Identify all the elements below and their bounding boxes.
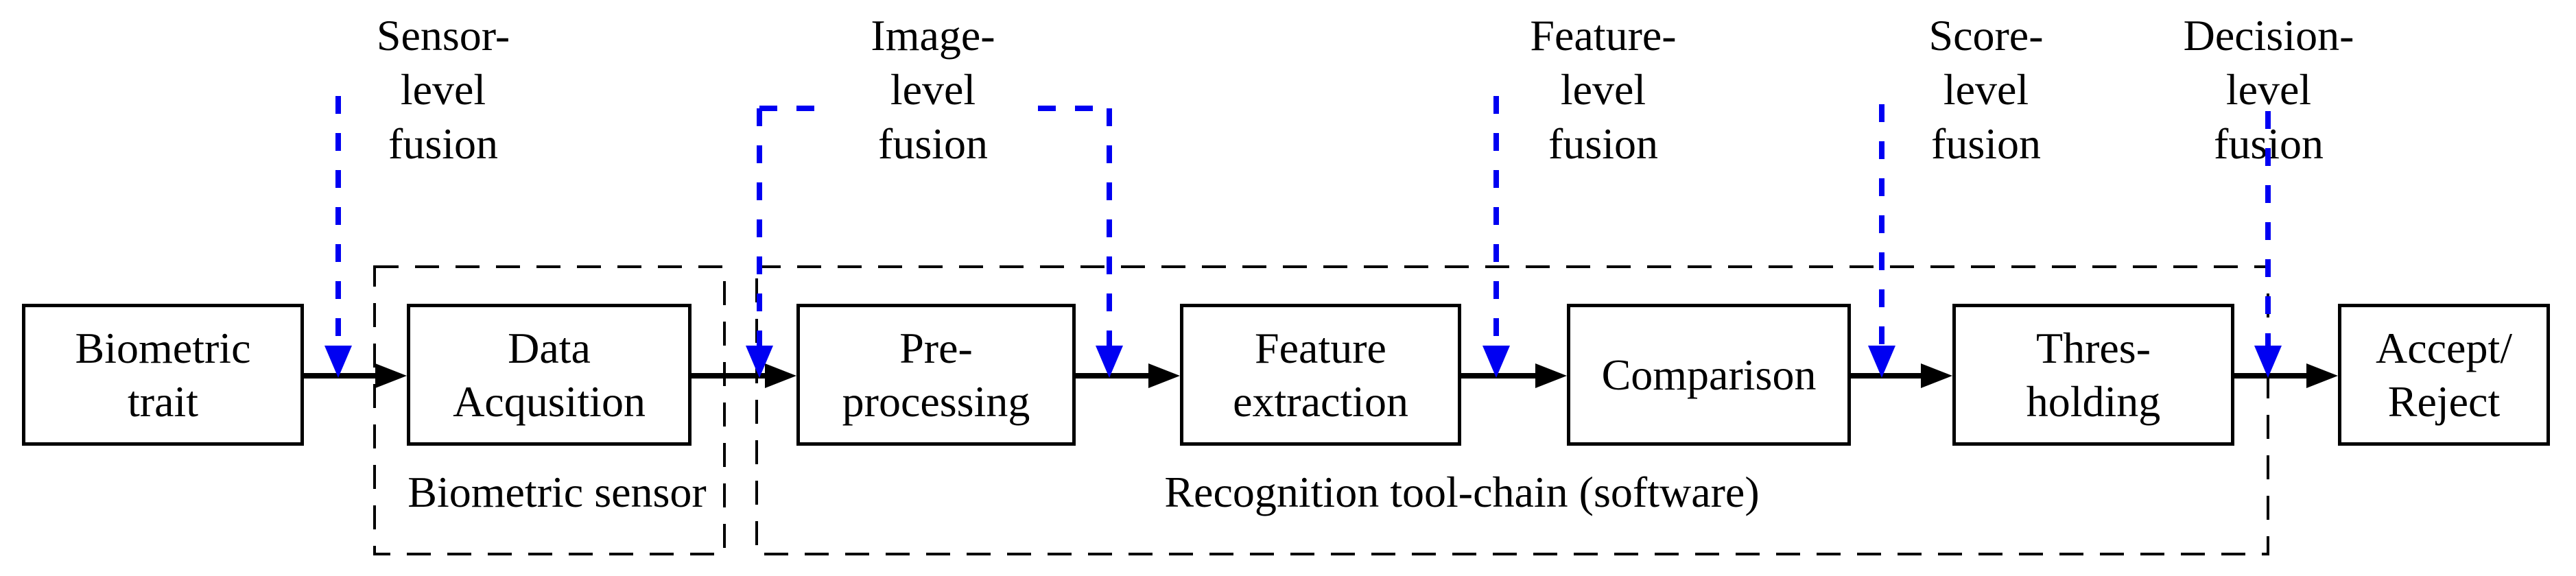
box-data-acquisition: Data Acqusition (407, 304, 692, 446)
box-thresholding: Thres- holding (1952, 304, 2234, 446)
box-label: Accept/ Reject (2376, 323, 2512, 426)
box-biometric-trait: Biometric trait (22, 304, 304, 446)
decision-level-fusion-label: Decision- level fusion (2183, 11, 2354, 168)
score-level-fusion-label: Score- level fusion (1928, 11, 2044, 168)
toolchain-label: Recognition tool-chain (software) (1164, 468, 1760, 516)
flow-arrow-feature-to-comparison (1461, 363, 1567, 388)
box-accept-reject: Accept/ Reject (2338, 304, 2550, 446)
box-label: Pre- processing (842, 323, 1030, 426)
feature-level-fusion-label: Feature- level fusion (1530, 11, 1677, 168)
box-feature-extraction: Feature extraction (1180, 304, 1461, 446)
flow-arrow-thresholding-to-accept (2234, 363, 2338, 388)
box-label: Feature extraction (1233, 323, 1408, 426)
flow-arrow-preprocessing-to-feature (1076, 363, 1180, 388)
box-label: Comparison (1601, 350, 1817, 399)
box-label: Biometric trait (75, 323, 251, 426)
box-pre-processing: Pre- processing (796, 304, 1076, 446)
box-label: Thres- holding (2026, 323, 2161, 426)
flow-arrow-comparison-to-thresholding (1851, 363, 1952, 388)
flow-arrow-trait-to-acquisition (304, 363, 407, 388)
box-comparison: Comparison (1567, 304, 1851, 446)
flow-arrow-acquisition-to-preprocessing (692, 363, 796, 388)
sensor-level-fusion-label: Sensor- level fusion (376, 11, 510, 168)
box-label: Data Acqusition (453, 323, 646, 426)
biometric-sensor-label: Biometric sensor (407, 468, 707, 516)
image-level-fusion-label: Image- level fusion (871, 11, 995, 168)
